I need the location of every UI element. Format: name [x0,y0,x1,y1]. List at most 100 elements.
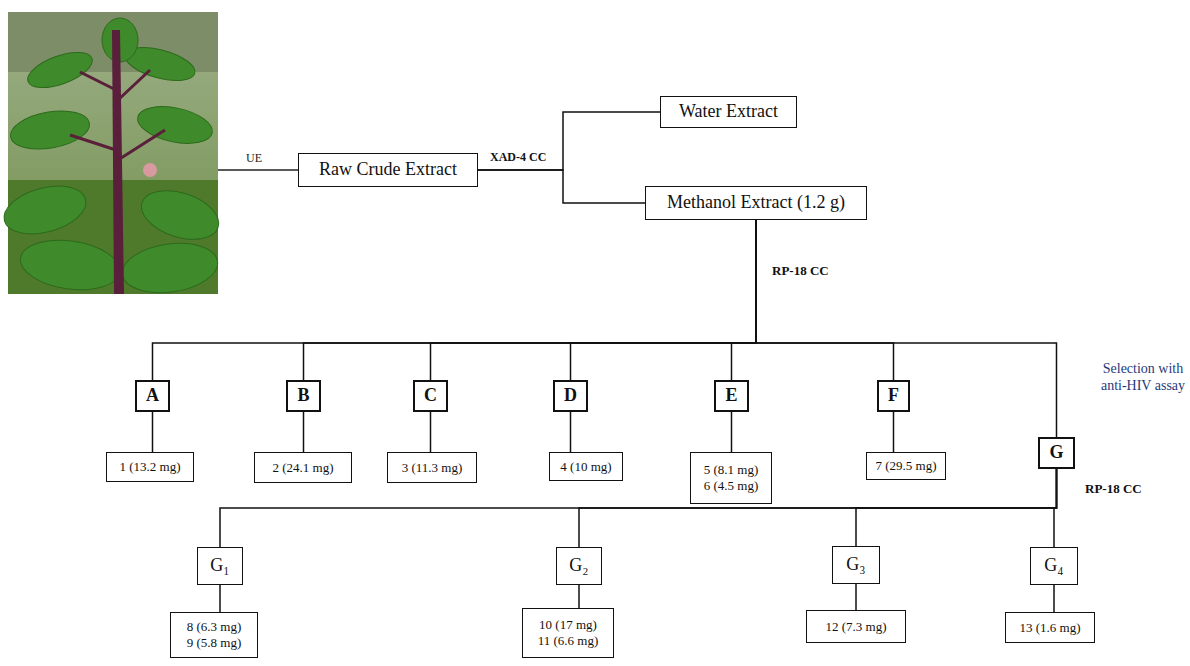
connector [893,412,894,452]
connector-line [1054,469,1057,547]
connector-line [570,412,572,452]
connector [478,170,645,203]
compound-box: 1 (13.2 mg) [106,452,194,482]
box-text: A [146,385,159,407]
method-label: XAD-4 CC [490,150,546,164]
fraction-box: D [553,380,588,412]
box-text: G₁ [210,555,229,577]
connector-line [756,220,1057,437]
connector [571,220,757,380]
connector [431,220,757,380]
connector-line [431,220,757,380]
connector [303,412,304,452]
connector-line [756,220,894,380]
fraction-box: G [1038,437,1075,469]
connector-line [579,469,1057,547]
connector-line [478,170,645,203]
compound-box: 12 (7.3 mg) [806,610,906,643]
connector-line [855,584,857,610]
box-text: 4 (10 mg) [560,459,611,475]
connector [1054,585,1055,612]
compound-box: 3 (11.3 mg) [387,452,477,483]
connector [756,220,894,380]
compound-box: 10 (17 mg)11 (6.6 mg) [522,608,614,658]
method-label: RP-18 CC [1085,481,1142,497]
box-text: 6 (4.5 mg) [704,478,759,494]
connector-line [153,220,757,380]
fraction-box: F [877,380,910,412]
box-text: F [888,385,899,407]
connector [304,220,757,380]
connector-line [731,412,733,452]
connector [570,412,571,452]
connector [152,412,153,452]
box-text: 2 (24.1 mg) [272,460,333,476]
fraction-box: E [714,380,749,412]
compound-box: 5 (8.1 mg)6 (4.5 mg) [690,452,772,504]
subfraction-box: G₃ [832,546,880,584]
connector [478,112,660,170]
connector-line [430,412,432,452]
connector [579,469,1057,547]
box-text: B [297,385,309,407]
subfraction-box: G₂ [556,547,602,585]
connector [153,220,757,380]
photo-stem [112,30,124,294]
box-text: 7 (29.5 mg) [875,458,936,474]
connector-line [219,585,221,612]
connector-line [571,220,757,380]
connector-line [732,220,757,380]
connector-line [152,412,154,452]
connector [856,469,1057,546]
connector [731,412,732,452]
connector-line [303,412,305,452]
box-text: Water Extract [679,101,778,123]
extract-box: Methanol Extract (1.2 g) [645,186,867,220]
fraction-box: B [286,380,321,412]
extract-box: Raw Crude Extract [298,153,478,187]
box-text: Raw Crude Extract [319,159,457,181]
connector-line [304,220,757,380]
compound-box: 7 (29.5 mg) [866,452,946,480]
compound-box: 8 (6.3 mg)9 (5.8 mg) [170,612,258,658]
connector [756,220,1057,437]
photo-leaves [0,18,225,298]
connector-line [578,585,580,608]
extraction-line [218,169,298,171]
connector-line [893,412,895,452]
box-text: G₃ [846,554,865,576]
extract-box: Water Extract [660,96,797,128]
fraction-box: C [413,380,448,412]
box-text: D [564,385,577,407]
box-text: 10 (17 mg) [539,617,597,633]
box-text: 5 (8.1 mg) [704,462,759,478]
box-text: G₂ [569,555,588,577]
connector [220,585,221,612]
compound-box: 13 (1.6 mg) [1005,612,1095,643]
connector [856,584,857,610]
photo-flower [143,163,157,177]
box-text: 12 (7.3 mg) [825,619,886,635]
connector [732,220,757,380]
subfraction-box: G₄ [1030,547,1078,585]
box-text: 9 (5.8 mg) [187,635,242,651]
subfraction-box: G₁ [197,547,243,585]
box-text: C [424,385,437,407]
box-text: 8 (6.3 mg) [187,619,242,635]
note-label: Selection with anti-HIV assay [1099,361,1187,395]
box-text: E [725,385,737,407]
box-text: 3 (11.3 mg) [402,460,463,476]
compound-box: 4 (10 mg) [549,452,623,481]
method-label: UE [246,151,262,165]
connector-line [1053,585,1055,612]
connector [1054,469,1057,547]
connector-line [856,469,1057,546]
connector-line [478,112,660,170]
fraction-box: A [135,380,170,412]
photo-branches [70,70,165,160]
box-text: 1 (13.2 mg) [119,459,180,475]
box-text: 13 (1.6 mg) [1019,620,1080,636]
box-text: 11 (6.6 mg) [538,633,599,649]
box-text: G [1049,442,1063,464]
